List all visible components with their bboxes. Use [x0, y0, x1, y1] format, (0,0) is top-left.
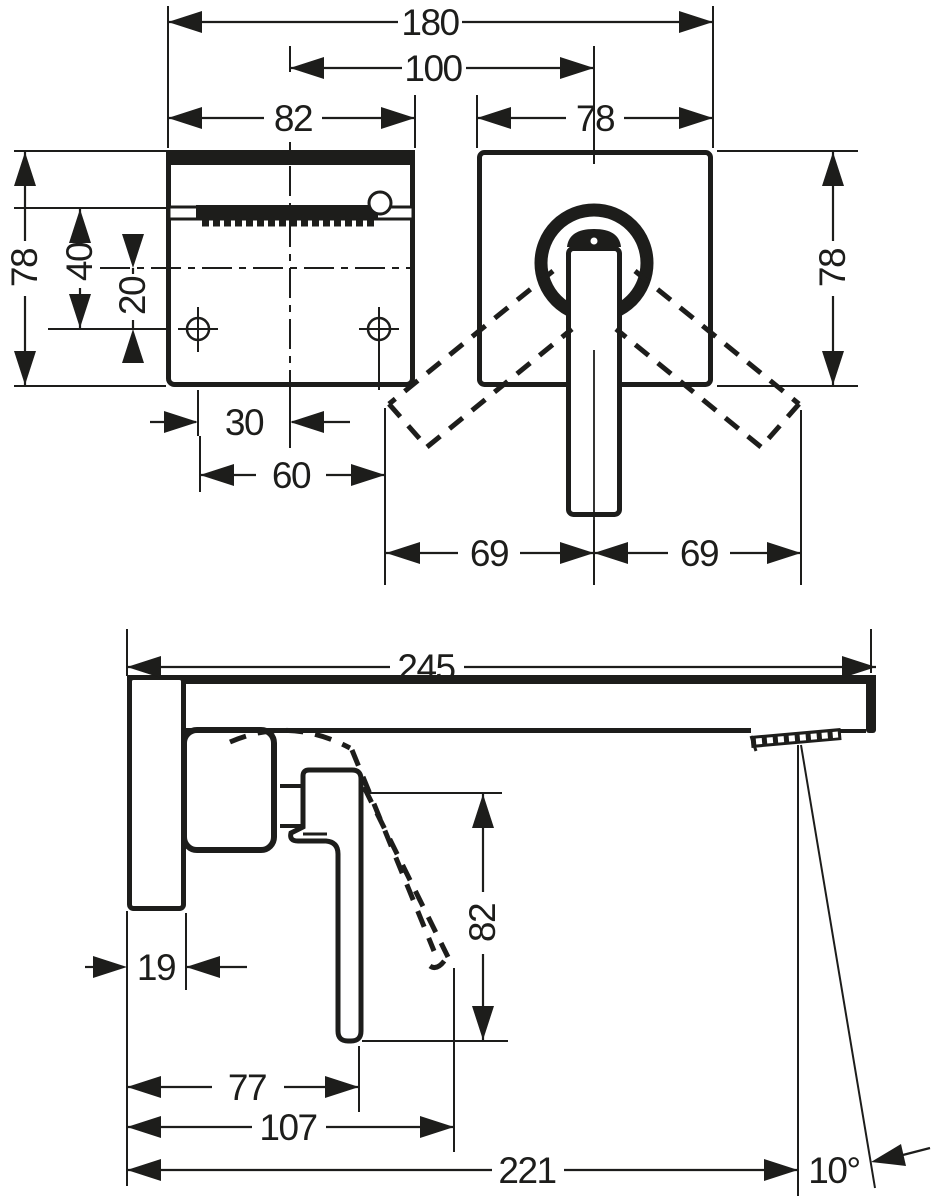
dim-82-label: 82 [274, 98, 312, 139]
dim-stream-angle-10: 10° [808, 1144, 931, 1191]
stream-angle-line [800, 744, 876, 1189]
dim-78-top-label: 78 [576, 98, 614, 139]
dim-69-right-label: 69 [680, 533, 718, 574]
wall-plate-side [127, 675, 186, 911]
dim-77-label: 77 [228, 1067, 266, 1108]
dim-10deg-label: 10° [808, 1150, 859, 1191]
dim-aerator-to-holes-40: 40 [59, 209, 100, 328]
dim-60-label: 60 [272, 455, 311, 496]
dim-plate-width-82: 82 [168, 98, 415, 139]
handle-lever-side [288, 767, 364, 1044]
extension-lines [14, 6, 872, 1186]
spout-top-edge [127, 675, 876, 684]
dimensions: 180 100 82 78 78 40 [4, 2, 931, 1191]
dim-outlet-projection-221: 221 [127, 1150, 798, 1191]
dim-20-label: 20 [112, 276, 153, 315]
dim-30-label: 30 [225, 402, 264, 443]
side-view [127, 675, 876, 1196]
dim-handle-closed-depth-77: 77 [127, 1067, 359, 1108]
dim-escutcheon-height-78: 78 [812, 152, 853, 385]
dim-hole-spacing-60: 60 [200, 455, 385, 496]
dim-spout-length-245: 245 [127, 647, 876, 688]
dim-245-label: 245 [397, 647, 455, 688]
dim-swing-right-69: 69 [594, 533, 801, 574]
dim-78-left-label: 78 [4, 249, 45, 287]
lever-pivot-dot [590, 237, 598, 245]
front-view-spout-plate [100, 150, 415, 390]
dim-plate-height-78: 78 [4, 152, 45, 385]
dim-221-label: 221 [498, 1150, 555, 1191]
dim-100-label: 100 [404, 48, 462, 89]
dim-180-label: 180 [401, 2, 459, 43]
mounting-hole-left [178, 307, 218, 352]
dim-handle-open-depth-107: 107 [127, 1107, 454, 1148]
dim-40-label: 40 [59, 242, 100, 281]
aerator-outlet [749, 728, 842, 752]
lever-swing-dashed-left [387, 269, 574, 449]
dim-swing-left-69: 69 [386, 533, 594, 574]
handle-open-dashed [229, 727, 451, 970]
dim-78-right-label: 78 [812, 249, 853, 287]
aerator-end-circle [367, 190, 393, 216]
spout-underside [186, 728, 751, 733]
mounting-hole-right [359, 307, 399, 390]
cartridge-housing [181, 727, 277, 853]
lever-swing-dashed-right [614, 269, 801, 449]
dim-19-label: 19 [137, 947, 175, 988]
front-view-escutcheon [387, 150, 801, 520]
dim-82-side-label: 82 [462, 904, 503, 942]
dim-escutcheon-width-78: 78 [477, 98, 713, 139]
spout-front-edge [866, 675, 876, 733]
dim-69-left-label: 69 [470, 533, 508, 574]
dim-center-to-holes-20: 20 [112, 234, 153, 363]
aerator-bar [196, 205, 378, 219]
dim-center-offset-100: 100 [290, 48, 594, 89]
dim-hole-to-center-30: 30 [150, 402, 350, 443]
dim-107-label: 107 [259, 1107, 316, 1148]
dim-handle-length-82: 82 [462, 794, 503, 1040]
dim-total-width-180: 180 [168, 2, 713, 43]
dim-plate-depth-19: 19 [85, 947, 247, 988]
spout-underside-tip [838, 729, 866, 733]
